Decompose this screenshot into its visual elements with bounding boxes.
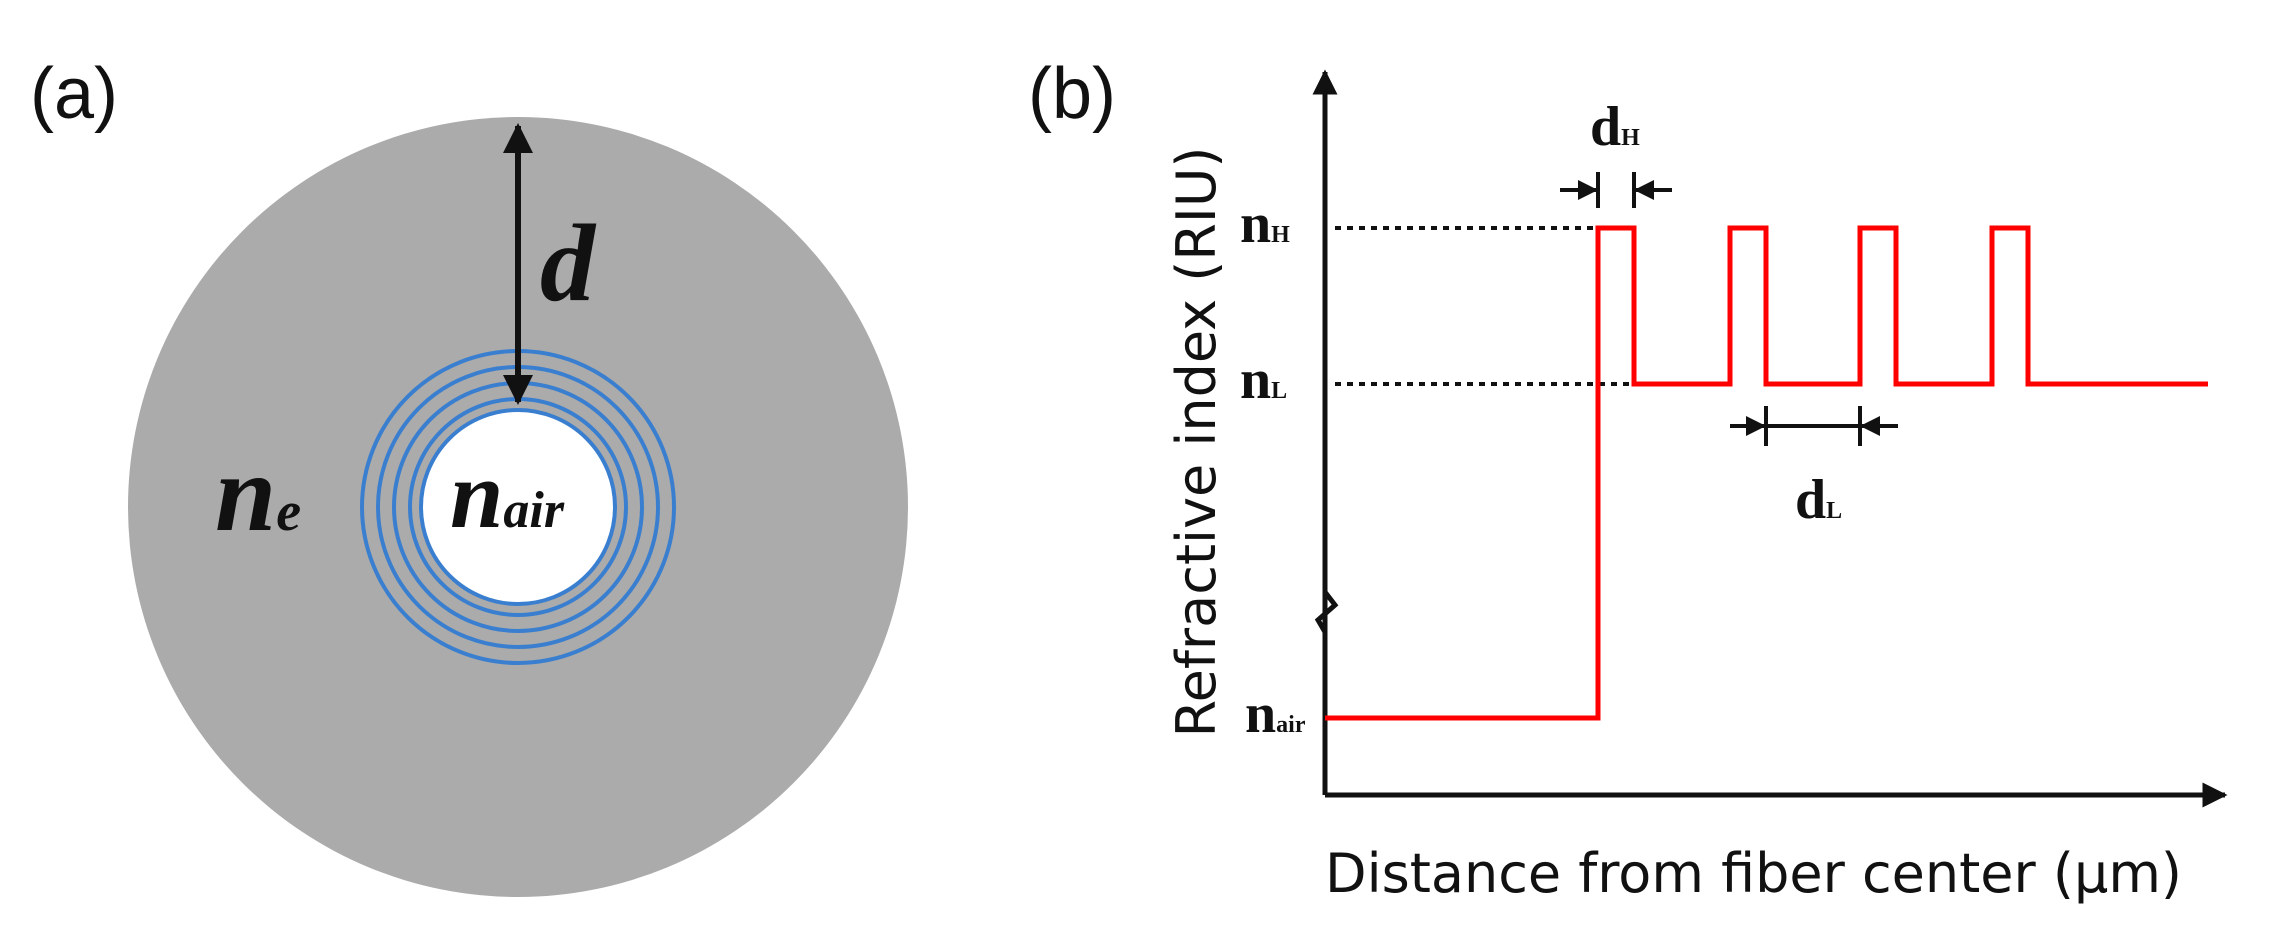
nH-label: nH [1240,193,1290,255]
x-axis-title: Distance from fiber center (μm) [1325,842,2182,905]
nH-label-sub: H [1271,222,1290,248]
dL-label-main: d [1795,469,1826,531]
panel-b-label: (b) [1028,54,1116,134]
dH-label-main: d [1590,96,1621,158]
core-index-label: nair [450,441,565,548]
nL-label: nL [1240,349,1287,411]
nair-label-sub: air [1276,712,1306,738]
nair-label-main: n [1245,683,1276,745]
cladding-index-sub: e [276,481,301,543]
nL-label-main: n [1240,349,1271,411]
dL-dimension [1730,406,1898,446]
nH-label-main: n [1240,193,1271,255]
dL-label-sub: L [1826,498,1842,524]
thickness-symbol: d [540,202,597,324]
y-axis-title: Refractive index (RIU) [1165,147,1228,738]
core-index-sub: air [503,482,564,539]
panel-a: (a) d ne nair [30,54,908,897]
index-profile-line [1325,225,2208,721]
dL-label: dL [1795,469,1842,531]
panel-a-label: (a) [30,54,118,134]
core-index-main: n [450,441,503,548]
panel-b: (b) Refractive index (RIU) Distance from… [1028,54,2228,905]
cladding-index-label: ne [215,432,301,554]
cladding-index-main: n [215,432,276,554]
dH-dimension [1560,172,1672,208]
nair-label: nair [1245,683,1306,745]
dH-label: dH [1590,96,1640,158]
axis-break-mark [1314,590,1339,634]
nL-label-sub: L [1271,378,1287,404]
dH-label-sub: H [1621,125,1640,151]
air-core [419,408,617,606]
